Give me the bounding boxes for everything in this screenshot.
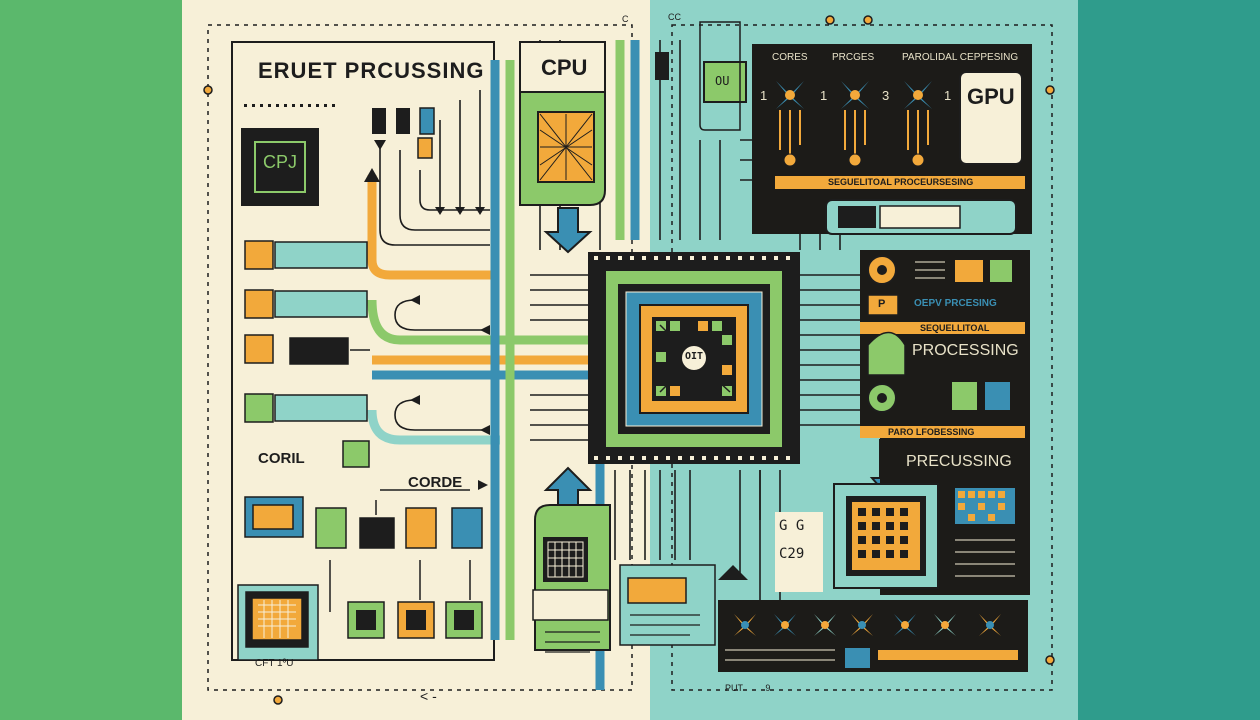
core-number-1: 1 xyxy=(760,88,768,103)
small-mark-g: G G xyxy=(779,518,805,534)
processing-label-1: PROCESSING xyxy=(912,342,1019,359)
core-number-3: 3 xyxy=(882,88,890,103)
processing-label-2: PRECUSSING xyxy=(906,453,1012,470)
section-label: CORIL xyxy=(258,450,305,467)
sequential-banner-1: SEGUELITOAL PROCEURSESING xyxy=(828,177,974,187)
cpu-badge: OU xyxy=(715,74,730,88)
gpu-processing-label: OEPV PRCESING xyxy=(914,298,997,309)
bottom-arrows: < - xyxy=(420,688,437,704)
cpu-chip-label: CPJ xyxy=(263,152,298,172)
top-mark: CC xyxy=(668,12,681,22)
header-cores: CORES xyxy=(772,52,808,63)
cpu-label: CPU xyxy=(541,55,588,80)
core-number-2: 1 xyxy=(820,88,828,103)
core-number-4: 1 xyxy=(944,88,952,103)
bottom-mark: PUT 9 xyxy=(725,683,771,693)
paro-banner: PARO LFOBESSING xyxy=(888,427,975,437)
core-chip-label: OIT xyxy=(685,351,704,362)
left-panel-title: ERUET PRCUSSING xyxy=(258,58,485,83)
small-mark-c29: C29 xyxy=(779,546,805,562)
bottom-chip-label: CFT 1ºU xyxy=(255,658,294,669)
background-right-teal xyxy=(1075,0,1260,720)
p-label: P xyxy=(878,298,886,310)
background-left-green xyxy=(0,0,185,720)
gpu-label: GPU xyxy=(967,84,1015,109)
core-label: CORDE xyxy=(408,474,463,491)
sequential-banner-2: SEQUELLITOAL xyxy=(920,323,990,333)
header-parolidal: PAROLIDAL CEPPESING xyxy=(902,52,1019,63)
corner-mark: C xyxy=(622,14,629,24)
header-prcges: PRCGES xyxy=(832,52,875,63)
